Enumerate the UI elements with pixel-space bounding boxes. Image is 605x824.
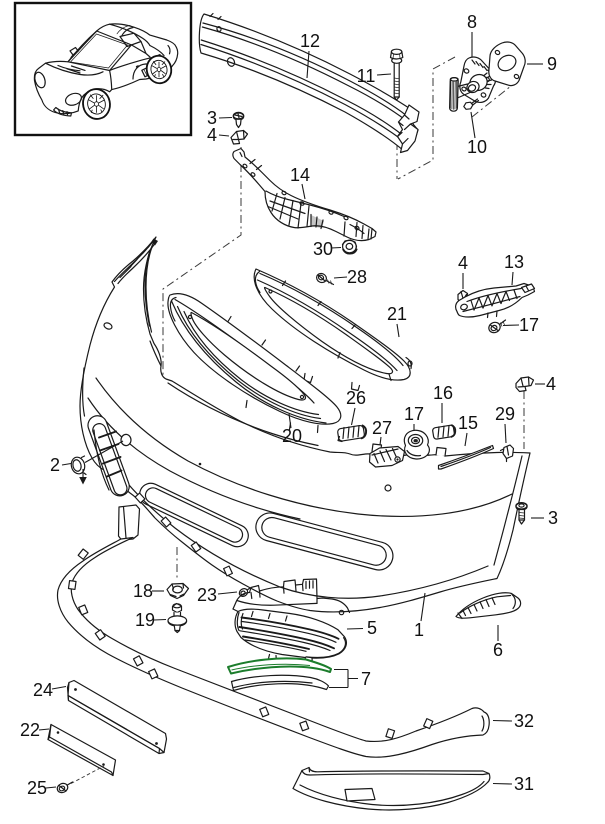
svg-text:17: 17 (404, 404, 424, 424)
svg-text:6: 6 (493, 640, 503, 660)
svg-text:5: 5 (367, 618, 377, 638)
svg-text:11: 11 (357, 66, 376, 86)
svg-text:26: 26 (346, 388, 366, 408)
svg-text:32: 32 (514, 711, 534, 731)
svg-text:1: 1 (414, 620, 424, 640)
svg-text:28: 28 (347, 267, 367, 287)
svg-text:21: 21 (387, 304, 407, 324)
svg-text:29: 29 (495, 404, 515, 424)
svg-text:24: 24 (33, 680, 53, 700)
svg-text:23: 23 (197, 585, 217, 605)
svg-text:20: 20 (282, 426, 302, 446)
svg-text:27: 27 (372, 418, 392, 438)
svg-text:4: 4 (546, 374, 556, 394)
svg-text:14: 14 (290, 165, 310, 185)
svg-text:31: 31 (514, 774, 534, 794)
svg-text:9: 9 (547, 54, 557, 74)
svg-text:8: 8 (467, 12, 477, 32)
svg-text:4: 4 (458, 253, 468, 273)
svg-text:18: 18 (133, 581, 153, 601)
svg-text:4: 4 (207, 125, 217, 145)
svg-text:13: 13 (504, 252, 524, 272)
svg-text:19: 19 (135, 610, 155, 630)
svg-text:2: 2 (50, 455, 60, 475)
svg-text:25: 25 (27, 778, 47, 798)
svg-text:10: 10 (467, 137, 487, 157)
svg-text:3: 3 (548, 508, 558, 528)
svg-text:12: 12 (300, 31, 320, 51)
svg-text:22: 22 (20, 720, 40, 740)
svg-text:7: 7 (361, 669, 371, 689)
svg-text:15: 15 (458, 413, 478, 433)
svg-text:3: 3 (207, 108, 217, 128)
svg-text:16: 16 (433, 383, 453, 403)
svg-text:30: 30 (313, 239, 333, 259)
svg-text:17: 17 (519, 315, 539, 335)
